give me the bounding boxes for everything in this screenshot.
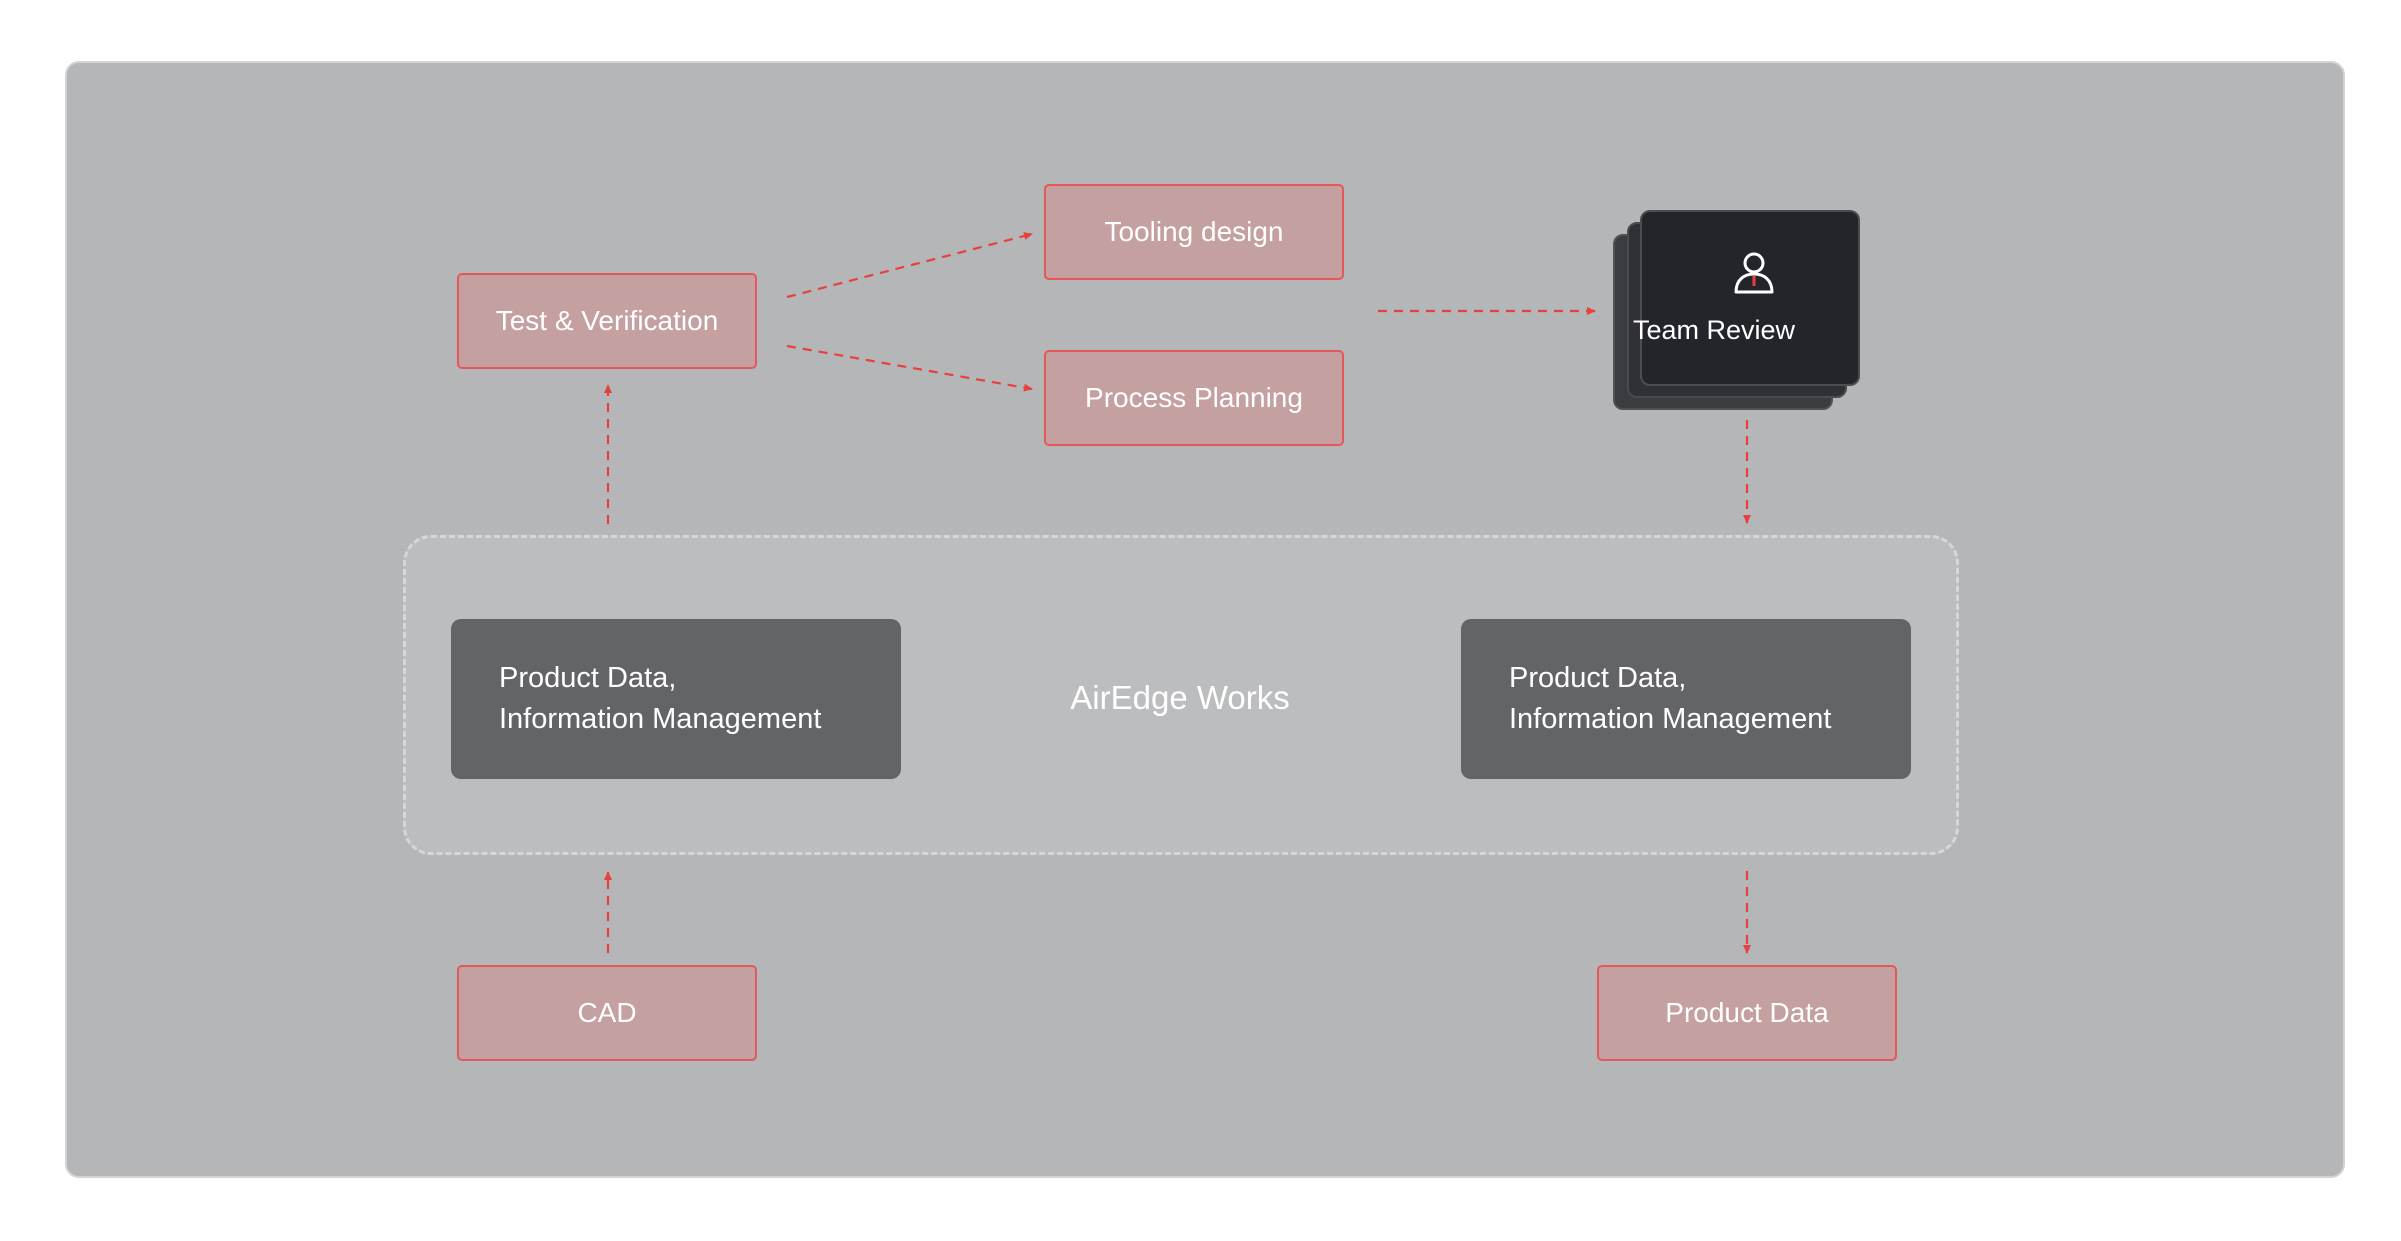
node-process-planning[interactable]: Process Planning: [1044, 350, 1344, 446]
node-tooling-design-label: Tooling design: [1104, 216, 1284, 247]
pdm-right-line1: Product Data,: [1509, 662, 1687, 694]
pdm-box-left[interactable]: Product Data, Information Management: [451, 619, 901, 779]
node-team-review[interactable]: Team Review: [1633, 210, 1860, 386]
node-cad[interactable]: CAD: [457, 965, 757, 1061]
node-tooling-design[interactable]: Tooling design: [1044, 184, 1344, 280]
pdm-right-line2: Information Management: [1509, 703, 1832, 735]
platform-label: AirEdge Works: [1070, 679, 1290, 716]
node-product-data[interactable]: Product Data: [1597, 965, 1897, 1061]
person-icon: [1734, 252, 1774, 294]
node-test-verification-label: Test & Verification: [495, 305, 719, 336]
node-cad-label: CAD: [577, 997, 637, 1028]
pdm-box-right[interactable]: Product Data, Information Management: [1461, 619, 1911, 779]
node-team-review-label: Team Review: [1632, 315, 1796, 345]
node-test-verification[interactable]: Test & Verification: [457, 273, 757, 369]
pdm-left-line1: Product Data,: [499, 662, 677, 694]
node-product-data-label: Product Data: [1665, 997, 1829, 1028]
node-process-planning-label: Process Planning: [1085, 382, 1303, 413]
pdm-left-line2: Information Management: [499, 703, 822, 735]
